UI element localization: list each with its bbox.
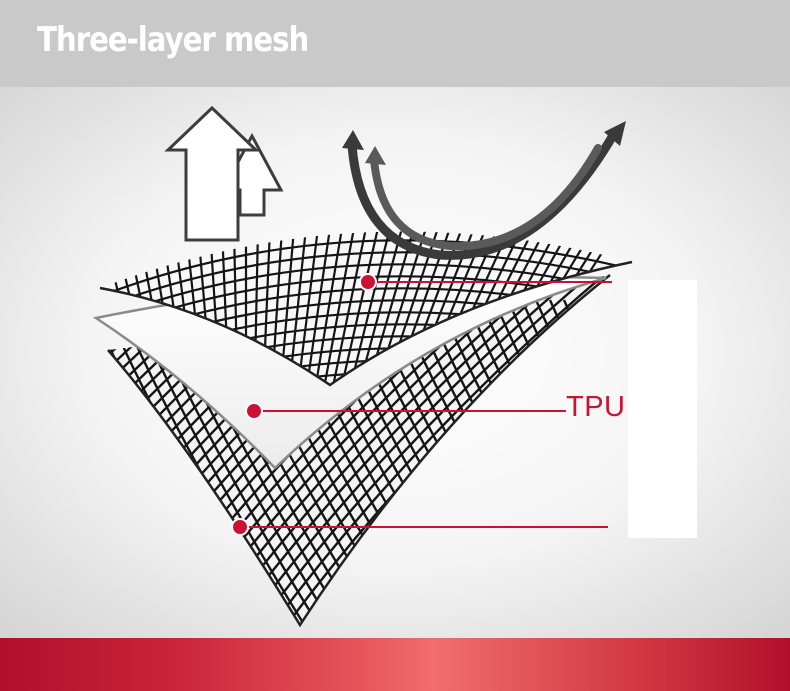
callout-top-mesh: [359, 273, 612, 291]
diagram-area: TPU: [0, 87, 790, 638]
mesh-layers-diagram: [92, 105, 697, 628]
curved-arrow-icon: [347, 127, 620, 260]
arrow-head-icon: [604, 121, 626, 146]
callout-bottom-mesh: [231, 518, 608, 536]
footer-bar: [0, 638, 790, 691]
callout-tpu: [245, 402, 566, 420]
page-title: Three-layer mesh: [37, 20, 309, 60]
up-arrow-icon: [164, 105, 260, 242]
airflow-arrows: [342, 121, 626, 260]
arrow-head-icon: [365, 146, 386, 165]
curved-arrow-icon: [370, 144, 602, 251]
vapor-arrows: [164, 105, 284, 242]
tpu-label: TPU: [566, 391, 626, 423]
arrow-head-icon: [342, 130, 364, 150]
background-panel: [628, 280, 697, 538]
header-bar: Three-layer mesh: [0, 0, 790, 87]
